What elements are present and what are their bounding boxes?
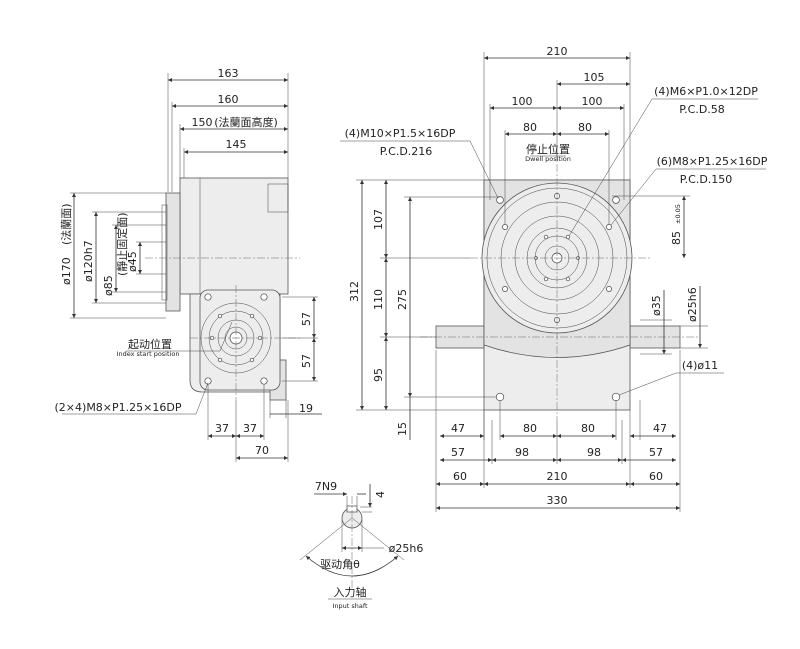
- dim-150: 150: [192, 116, 213, 129]
- dim-35: ø35: [650, 295, 663, 316]
- dim-80a-bottom: 80: [523, 422, 537, 435]
- dim-15: 15: [396, 422, 409, 436]
- key-depth: 4: [374, 491, 387, 498]
- dim-170: ø170: [60, 257, 73, 285]
- note-m8: (6)M8×P1.25×16DP: [657, 155, 768, 168]
- dim-85-right: 85: [670, 231, 683, 245]
- dim-110: 110: [372, 289, 385, 310]
- dim-85: ø85: [102, 275, 115, 296]
- dim-57a-bottom: 57: [451, 446, 465, 459]
- note-m10-pcd: P.C.D.216: [380, 145, 433, 158]
- side-body: [179, 177, 289, 295]
- dim-60b: 60: [649, 470, 663, 483]
- dim-45: ø45: [126, 251, 139, 272]
- dim-85-tol: ±0.05: [674, 204, 682, 224]
- side-bolt-note: (2×4)M8×P1.25×16DP: [55, 401, 182, 414]
- drive-angle: 驱动角θ: [320, 558, 360, 571]
- dim-37a: 37: [215, 422, 229, 435]
- side-flange: [165, 192, 181, 312]
- dim-70: 70: [255, 444, 269, 457]
- shaft-dia: ø25h6: [389, 542, 424, 555]
- dim-57a: 57: [300, 312, 313, 326]
- note-m6-pcd: P.C.D.58: [679, 103, 725, 116]
- dwell-cn: 停止位置: [526, 142, 570, 156]
- key-7n9: 7N9: [315, 480, 337, 493]
- dim-47a: 47: [451, 422, 465, 435]
- dim-312: 312: [348, 281, 361, 302]
- dim-100a: 100: [512, 95, 533, 108]
- dim-160: 160: [218, 93, 239, 106]
- dim-57b: 57: [300, 354, 313, 368]
- dim-80b-top: 80: [578, 121, 592, 134]
- dim-100b: 100: [582, 95, 603, 108]
- dim-57b-bottom: 57: [649, 446, 663, 459]
- dim-25-right: ø25h6: [686, 287, 699, 322]
- dim-85-note: (靜止固定面): [115, 212, 129, 276]
- note-hole11: (4)ø11: [682, 359, 718, 372]
- note-m10: (4)M10×P1.5×16DP: [345, 127, 456, 140]
- dim-47b: 47: [653, 422, 667, 435]
- dim-80a-top: 80: [523, 121, 537, 134]
- dim-80b-bottom: 80: [581, 422, 595, 435]
- dim-107: 107: [372, 209, 385, 230]
- dim-19: 19: [299, 402, 313, 415]
- dim-170-note: (法蘭面): [59, 203, 73, 245]
- dim-105: 105: [584, 71, 605, 84]
- dim-163: 163: [218, 67, 239, 80]
- dwell-en: Dwell position: [525, 155, 571, 163]
- dim-120: ø120h7: [82, 240, 95, 282]
- dim-150-note: (法蘭面高度): [214, 115, 278, 129]
- dim-210-bottom: 210: [547, 470, 568, 483]
- dim-210-top: 210: [547, 45, 568, 58]
- input-shaft-en: Input shaft: [332, 602, 368, 610]
- input-shaft-cn: 入力轴: [334, 585, 367, 599]
- input-shaft-detail: 7N9 4 ø25h6 驱动角θ 入力轴 Input shaft: [299, 480, 424, 610]
- dim-98a: 98: [515, 446, 529, 459]
- dim-95: 95: [372, 368, 385, 382]
- dim-275: 275: [396, 289, 409, 310]
- side-view: 163 160 150 (法蘭面高度) 145 ø170 (法蘭面) ø120h…: [55, 67, 322, 462]
- dim-330: 330: [547, 494, 568, 507]
- index-start-en: Index start position: [117, 350, 180, 358]
- front-view: 210 105 100 100 80 80 停止位置 Dwell positio…: [340, 45, 768, 512]
- dim-37b: 37: [243, 422, 257, 435]
- dim-98b: 98: [587, 446, 601, 459]
- dim-145: 145: [226, 138, 247, 151]
- index-start-cn: 起动位置: [128, 337, 172, 351]
- note-m6: (4)M6×P1.0×12DP: [654, 85, 758, 98]
- note-m8-pcd: P.C.D.150: [680, 173, 733, 186]
- dim-60a: 60: [453, 470, 467, 483]
